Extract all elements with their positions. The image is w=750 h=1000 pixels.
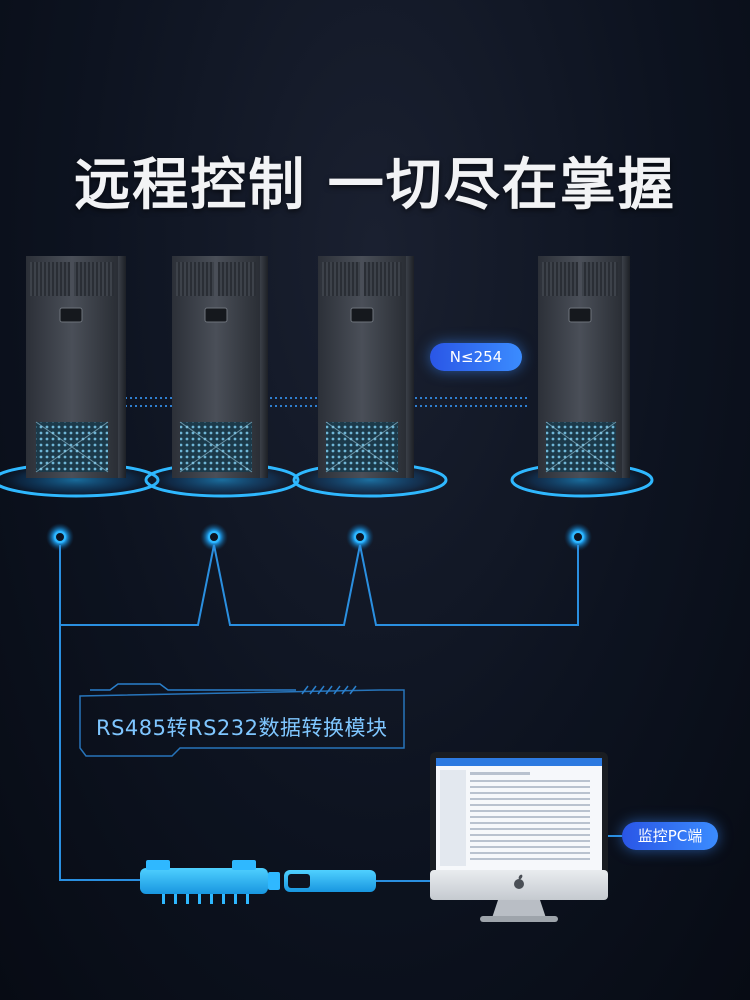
ac-unit-1	[0, 256, 160, 498]
connection-nodes	[46, 523, 592, 551]
rs485-bus	[59, 544, 579, 881]
control-panel-icon	[568, 307, 592, 323]
max-units-badge: N≤254	[430, 343, 522, 371]
control-panel-icon	[350, 307, 374, 323]
converter-module-icon	[140, 860, 432, 904]
module-label: RS485转RS232数据转换模块	[96, 716, 388, 740]
ac-unit-4	[510, 256, 654, 498]
monitoring-pc	[430, 752, 608, 922]
page-headline: 远程控制 一切尽在掌握	[74, 153, 676, 218]
ac-unit-3	[292, 256, 448, 498]
control-panel-icon	[204, 307, 228, 323]
module-label-frame	[79, 683, 405, 757]
apple-logo-icon	[514, 874, 524, 889]
ac-unit-2	[144, 256, 300, 498]
monitoring-pc-badge: 监控PC端	[622, 822, 718, 850]
control-panel-icon	[59, 307, 83, 323]
